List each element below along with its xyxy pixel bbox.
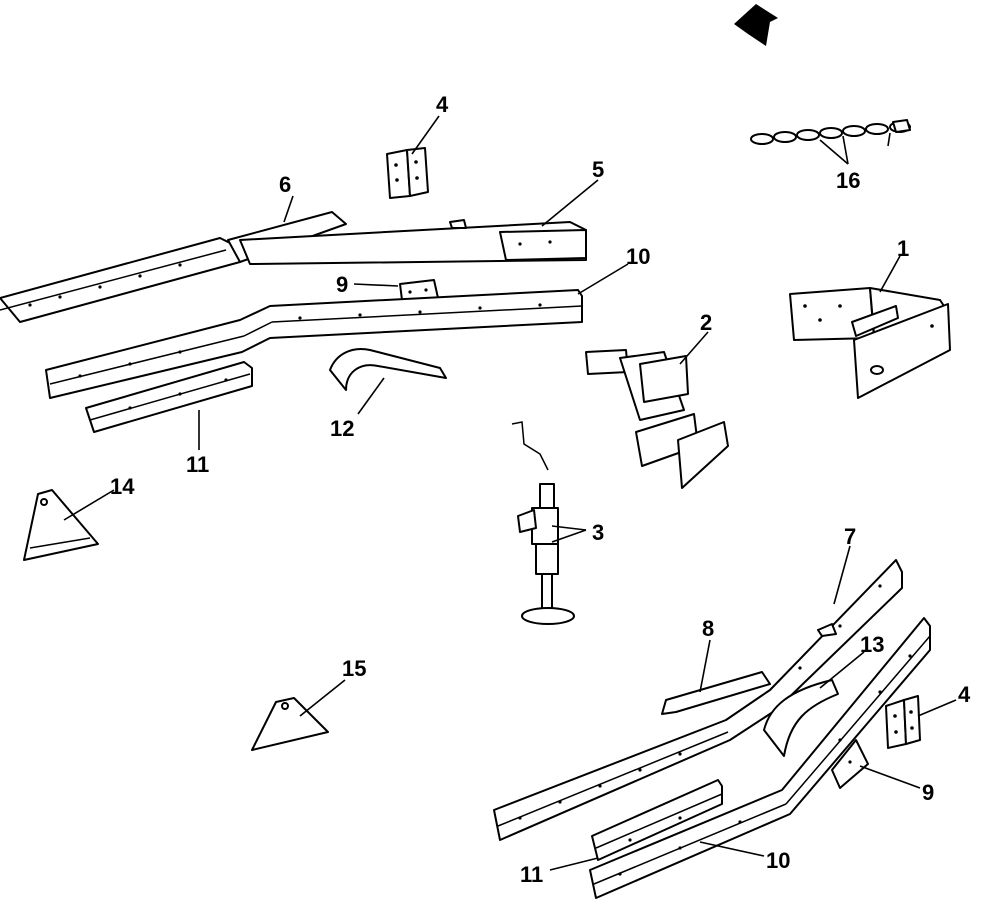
lower-rail-brace: [661, 671, 771, 715]
callout-2: 2: [700, 310, 712, 335]
callout-9-top: 9: [336, 272, 348, 297]
callout-13: 13: [860, 632, 884, 657]
jack-mount-bracket: [585, 349, 729, 489]
fender-bracket: [329, 348, 447, 391]
callout-7: 7: [844, 524, 856, 549]
hinge-plate-bottom: [885, 695, 921, 749]
upper-frame-rail-segment: [0, 237, 241, 323]
callout-5: 5: [592, 157, 604, 182]
callout-10-bottom: 10: [766, 848, 790, 873]
callout-16: 16: [836, 168, 860, 193]
callout-11-bottom: 11: [520, 862, 543, 887]
mounting-bracket-bottom: [831, 739, 869, 789]
callout-9-bottom: 9: [922, 780, 934, 805]
frame-reinforcement-top: [85, 361, 253, 433]
lower-frame-main-rail: [493, 559, 903, 841]
tongue-jack: [511, 421, 575, 625]
safety-chain: [750, 119, 911, 147]
frame-reinforcement-bottom: [591, 779, 723, 861]
callout-1: 1: [897, 236, 909, 261]
callout-12: 12: [330, 416, 354, 441]
coupler-assembly: [789, 287, 951, 399]
callout-3: 3: [592, 520, 604, 545]
gusset-center: [251, 697, 329, 751]
callout-10-top: 10: [626, 244, 650, 269]
callout-4-bottom: 4: [958, 682, 971, 707]
hinge-plate-top: [386, 147, 429, 199]
callout-11-top: 11: [186, 452, 209, 477]
callout-6: 6: [279, 172, 291, 197]
callout-4-top: 4: [436, 92, 449, 117]
callout-15: 15: [342, 656, 366, 681]
upper-frame-crossmember: [239, 219, 587, 265]
front-direction-arrow-icon: [734, 4, 778, 46]
lower-frame-rail-bottom: [589, 617, 931, 899]
fender-support: [763, 679, 839, 757]
callout-14: 14: [110, 474, 135, 499]
lower-frame-rail-top: [45, 289, 583, 399]
gusset-left: [23, 489, 99, 561]
callout-8: 8: [702, 616, 714, 641]
